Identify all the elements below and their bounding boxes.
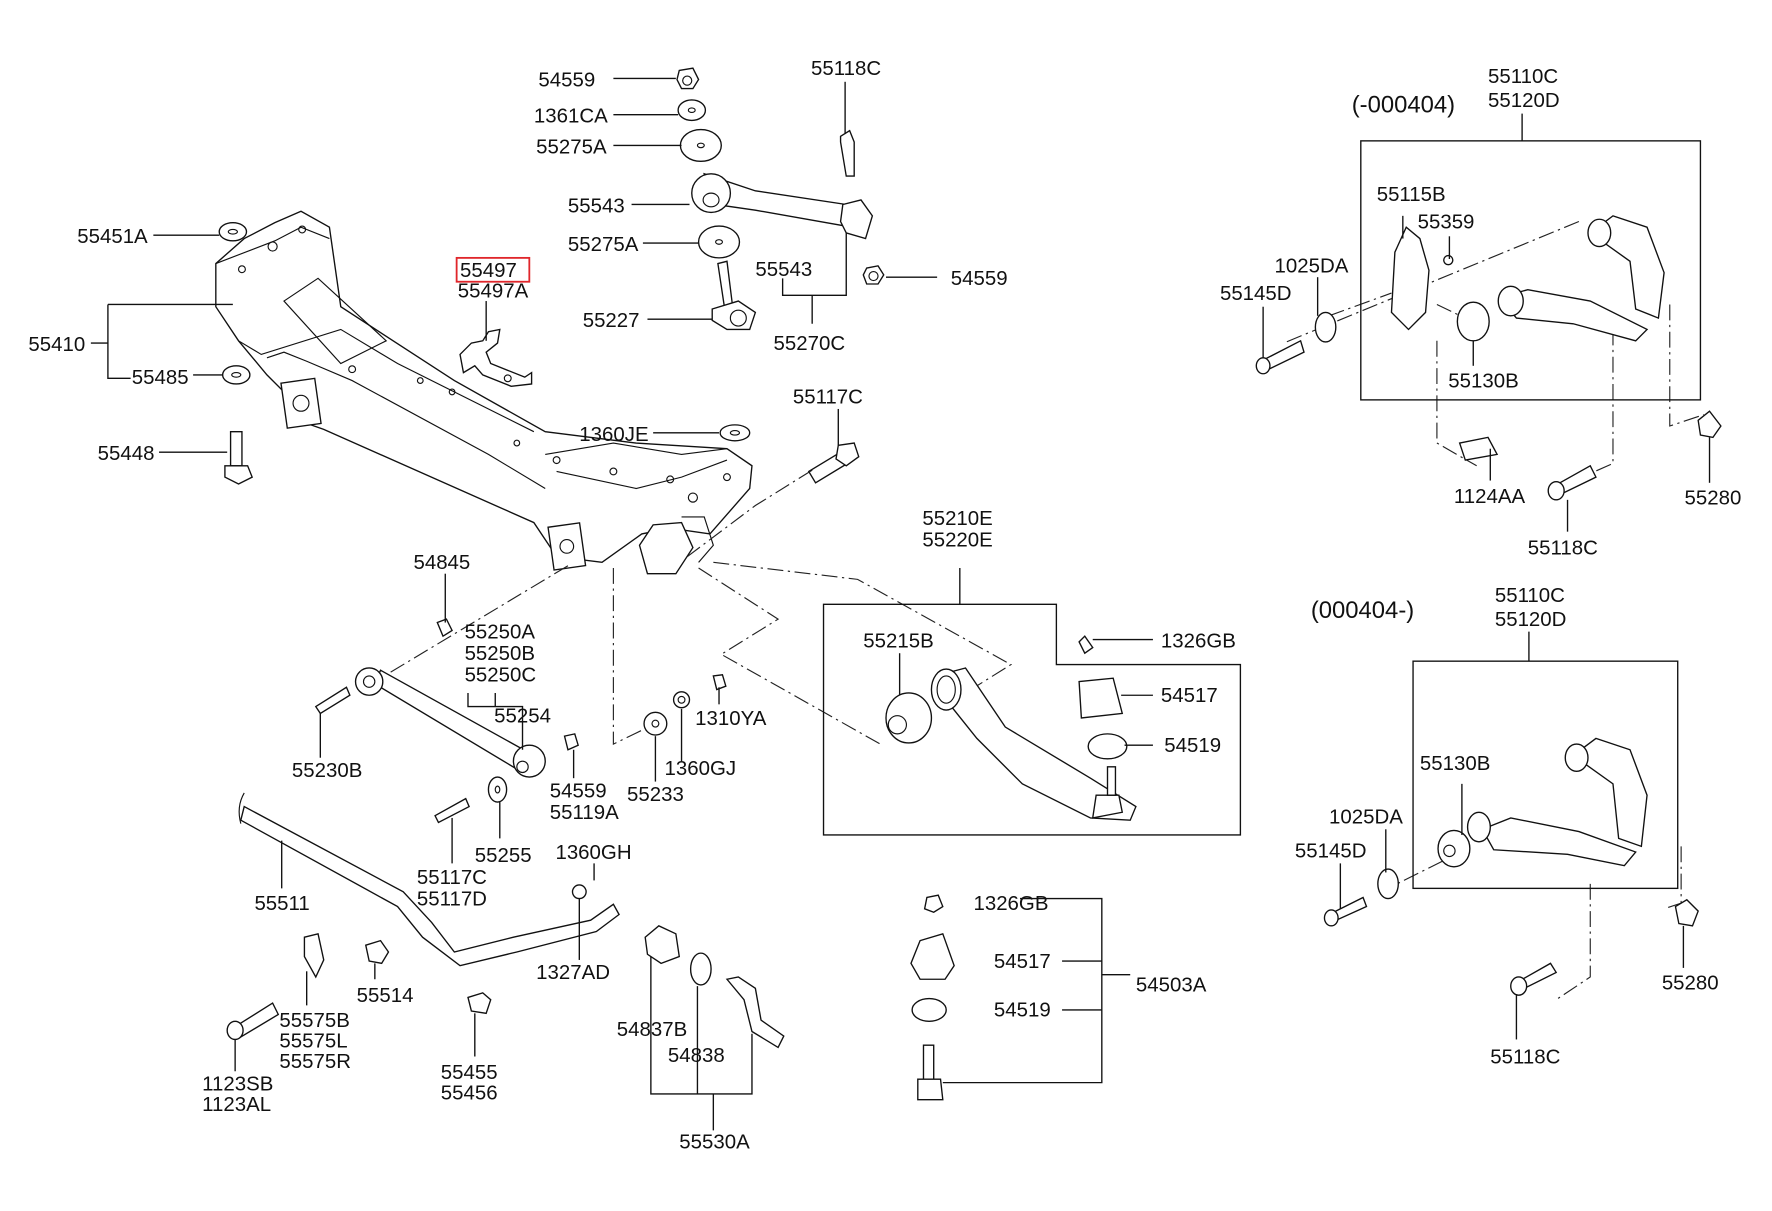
part-labels: 54559 1361CA 55275A 55543 55275A 55118C … bbox=[28, 57, 1741, 1154]
top-hardware bbox=[676, 67, 885, 331]
label-55575R[interactable]: 55575R bbox=[279, 1050, 351, 1073]
label-55455[interactable]: 55455 bbox=[441, 1061, 498, 1084]
label-55448[interactable]: 55448 bbox=[98, 442, 155, 465]
label-54519[interactable]: 54519 bbox=[1164, 734, 1221, 757]
label-1360JE[interactable]: 1360JE bbox=[579, 423, 648, 446]
label-55118C[interactable]: 55118C bbox=[1490, 1045, 1560, 1068]
label-55230B[interactable]: 55230B bbox=[292, 759, 362, 782]
label-54517[interactable]: 54517 bbox=[994, 950, 1051, 973]
label-55514[interactable]: 55514 bbox=[357, 984, 414, 1007]
upper-arm-box-late bbox=[1323, 631, 1699, 996]
label-55511[interactable]: 55511 bbox=[254, 892, 309, 915]
label-55117D[interactable]: 55117D bbox=[417, 887, 487, 910]
label-55275A[interactable]: 55275A bbox=[568, 233, 639, 256]
label-55215B[interactable]: 55215B bbox=[863, 630, 933, 653]
label-1327AD[interactable]: 1327AD bbox=[536, 961, 610, 984]
label-54838[interactable]: 54838 bbox=[668, 1044, 725, 1067]
label-55115B[interactable]: 55115B bbox=[1377, 183, 1446, 206]
crossmember-55410[interactable] bbox=[215, 210, 753, 575]
label-54845[interactable]: 54845 bbox=[413, 551, 470, 574]
label-55110C[interactable]: 55110C bbox=[1495, 584, 1565, 607]
label-55119A[interactable]: 55119A bbox=[550, 801, 619, 824]
label-1310YA[interactable]: 1310YA bbox=[695, 707, 767, 730]
label-55210E[interactable]: 55210E bbox=[922, 507, 992, 530]
label-55280[interactable]: 55280 bbox=[1685, 486, 1742, 509]
label-55118C[interactable]: 55118C bbox=[811, 57, 881, 80]
upper-arm-box-early bbox=[1255, 113, 1722, 501]
label-1123SB[interactable]: 1123SB bbox=[202, 1073, 273, 1096]
label-55255[interactable]: 55255 bbox=[475, 844, 532, 867]
label-54517[interactable]: 54517 bbox=[1161, 684, 1218, 707]
label-55250A[interactable]: 55250A bbox=[465, 620, 536, 643]
label-1326GB[interactable]: 1326GB bbox=[973, 892, 1048, 915]
label-55118C[interactable]: 55118C bbox=[1528, 536, 1598, 559]
label-55543[interactable]: 55543 bbox=[568, 194, 625, 217]
label-55233[interactable]: 55233 bbox=[627, 783, 684, 806]
label-55497A[interactable]: 55497A bbox=[458, 280, 529, 303]
label-54837B[interactable]: 54837B bbox=[617, 1018, 687, 1041]
label-1360GH[interactable]: 1360GH bbox=[555, 841, 631, 864]
label-1025DA[interactable]: 1025DA bbox=[1274, 255, 1348, 278]
label-1123AL[interactable]: 1123AL bbox=[202, 1093, 271, 1116]
label-55145D[interactable]: 55145D bbox=[1295, 840, 1367, 863]
label-55250C[interactable]: 55250C bbox=[465, 664, 537, 687]
label-54559[interactable]: 54559 bbox=[951, 267, 1008, 290]
label-55145D[interactable]: 55145D bbox=[1220, 282, 1292, 305]
label-55543[interactable]: 55543 bbox=[755, 258, 812, 281]
label-55275A[interactable]: 55275A bbox=[536, 135, 607, 158]
label-1124AA[interactable]: 1124AA bbox=[1454, 485, 1526, 508]
lower-arm-box bbox=[822, 568, 1242, 836]
label-55497-highlighted[interactable]: 55497 bbox=[460, 259, 517, 282]
label-54559[interactable]: 54559 bbox=[550, 779, 607, 802]
label-1360GJ[interactable]: 1360GJ bbox=[664, 757, 736, 780]
label-54503A[interactable]: 54503A bbox=[1136, 974, 1207, 997]
variant-range-late: (000404-) bbox=[1311, 597, 1414, 624]
label-1025DA[interactable]: 1025DA bbox=[1329, 806, 1403, 829]
label-55110C[interactable]: 55110C bbox=[1488, 65, 1558, 88]
label-55456[interactable]: 55456 bbox=[441, 1082, 498, 1105]
highlight-box-55497 bbox=[455, 256, 531, 283]
label-55117C[interactable]: 55117C bbox=[793, 385, 863, 408]
label-55359[interactable]: 55359 bbox=[1418, 210, 1475, 233]
leader-lines bbox=[90, 77, 1711, 1131]
label-54519[interactable]: 54519 bbox=[994, 999, 1051, 1022]
label-55410[interactable]: 55410 bbox=[28, 333, 85, 356]
variant-range-early: (-000404) bbox=[1352, 91, 1455, 118]
label-55250B[interactable]: 55250B bbox=[465, 642, 535, 665]
label-1361CA[interactable]: 1361CA bbox=[534, 105, 608, 128]
label-55254[interactable]: 55254 bbox=[494, 705, 551, 728]
ball-joint-kit-54503A[interactable] bbox=[910, 894, 1131, 1101]
label-1326GB[interactable]: 1326GB bbox=[1161, 630, 1236, 653]
label-55451A[interactable]: 55451A bbox=[77, 225, 148, 248]
label-55120D[interactable]: 55120D bbox=[1495, 608, 1567, 631]
label-55130B[interactable]: 55130B bbox=[1448, 369, 1518, 392]
link-55250[interactable] bbox=[314, 618, 727, 824]
label-55575L[interactable]: 55575L bbox=[279, 1029, 347, 1052]
label-55270C[interactable]: 55270C bbox=[774, 332, 846, 355]
label-55220E[interactable]: 55220E bbox=[922, 528, 992, 551]
label-55117C[interactable]: 55117C bbox=[417, 866, 487, 889]
label-55227[interactable]: 55227 bbox=[583, 309, 640, 332]
bracket-55497[interactable] bbox=[459, 328, 533, 387]
washers-left bbox=[218, 221, 860, 485]
label-55485[interactable]: 55485 bbox=[132, 366, 189, 389]
label-55530A[interactable]: 55530A bbox=[679, 1131, 750, 1154]
label-55130B[interactable]: 55130B bbox=[1420, 752, 1490, 775]
label-55575B[interactable]: 55575B bbox=[279, 1009, 349, 1032]
label-55280[interactable]: 55280 bbox=[1662, 971, 1719, 994]
label-55120D[interactable]: 55120D bbox=[1488, 89, 1560, 112]
label-54559[interactable]: 54559 bbox=[538, 68, 595, 91]
link-55530A[interactable] bbox=[644, 925, 785, 1049]
stabilizer-bar-55511[interactable] bbox=[226, 792, 620, 1041]
